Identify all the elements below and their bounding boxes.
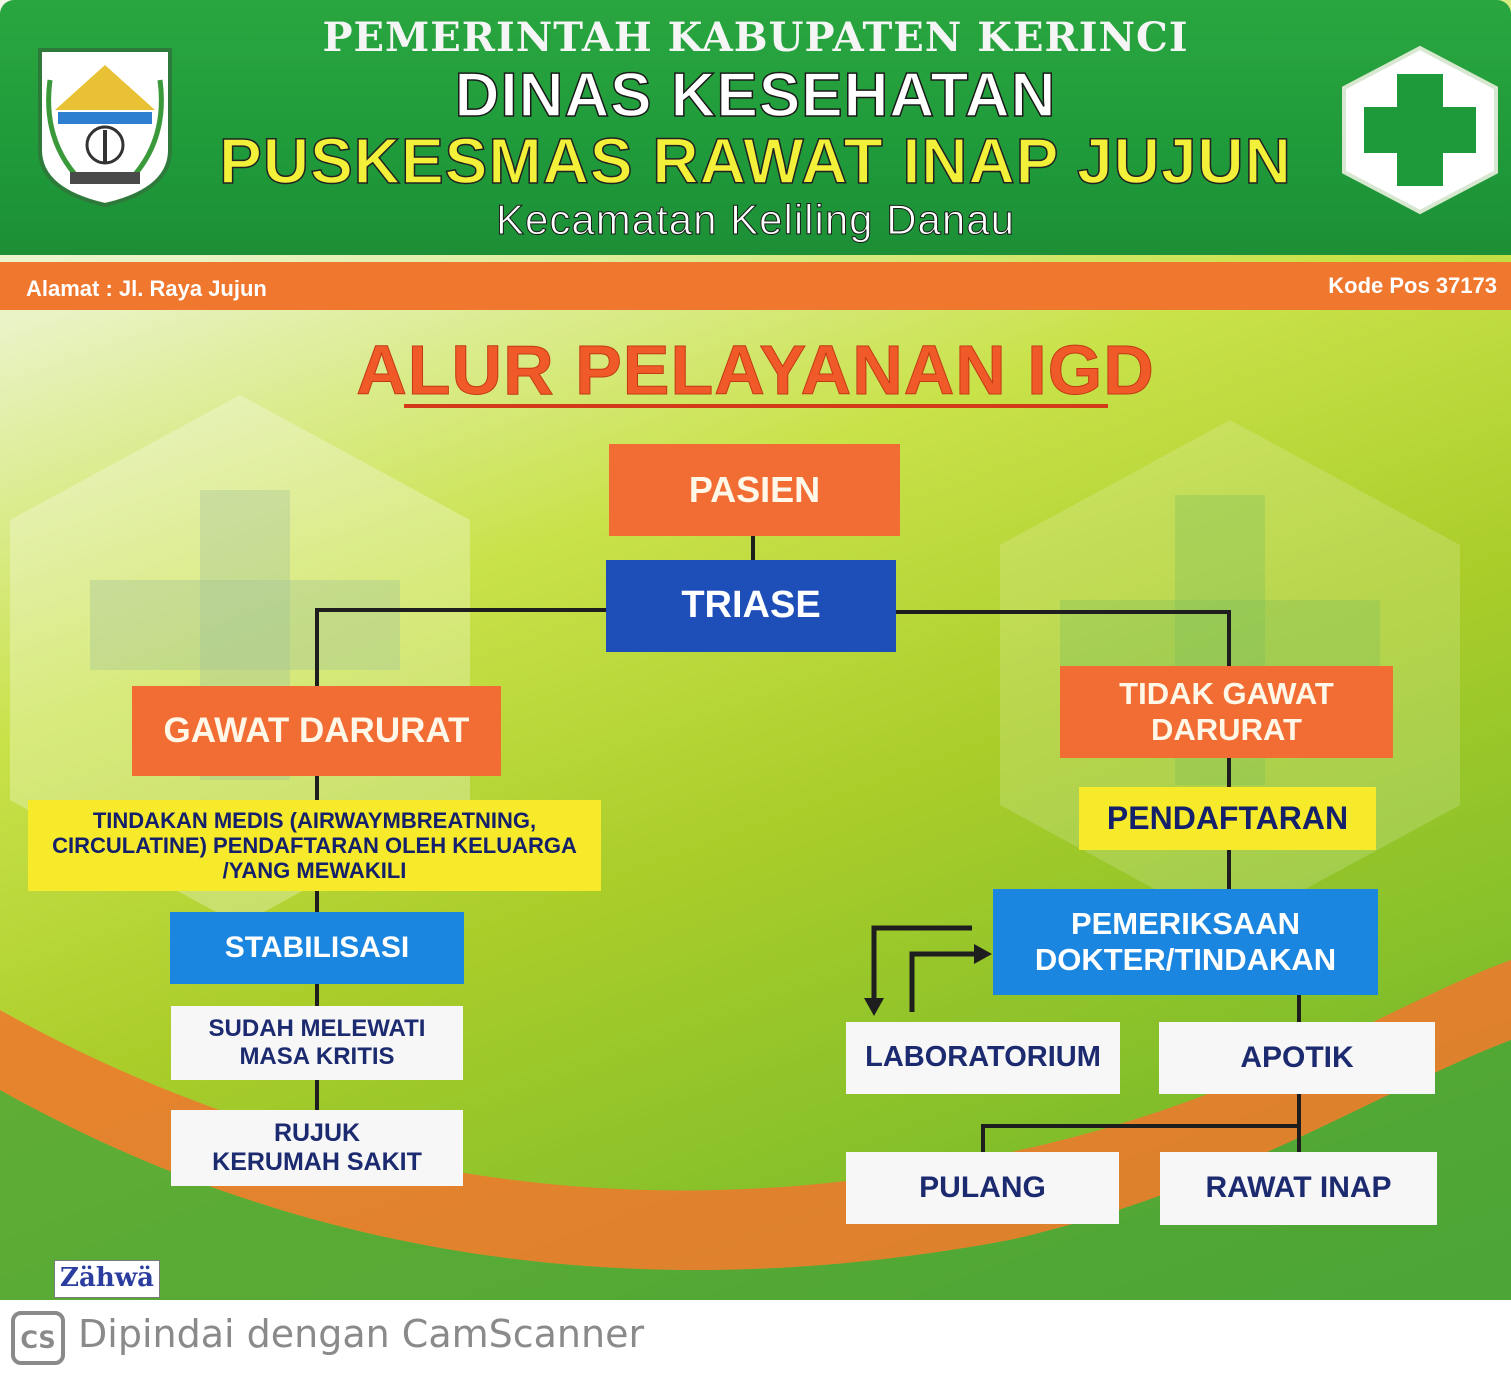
apotik-box: APOTIK [1159, 1022, 1435, 1094]
camscanner-cs-icon: CS [11, 1311, 65, 1365]
pasien-box: PASIEN [609, 444, 900, 536]
connector-triase-right [895, 610, 1231, 614]
laboratorium-box: LABORATORIUM [846, 1022, 1120, 1094]
connector-apotik-pulang-horizontal [981, 1124, 1301, 1128]
title-underline [404, 404, 1108, 408]
office-name: DINAS KESEHATAN [454, 60, 1057, 131]
triase-box: TRIASE [606, 560, 896, 652]
tindakan-medis-box: TINDAKAN MEDIS (AIRWAYMBREATNING, CIRCUL… [28, 800, 601, 891]
connector-pendaftaran-pemeriksaan [1227, 850, 1231, 890]
connector-down-tidak-gawat [1227, 610, 1231, 666]
left-hexagon-watermark-icon [10, 395, 470, 925]
left-cross-watermark-horizontal [90, 580, 400, 670]
pendaftaran-box: PENDAFTARAN [1079, 787, 1376, 850]
pemeriksaan-box: PEMERIKSAAN DOKTER/TINDAKAN [993, 889, 1378, 995]
rawat-inap-box: RAWAT INAP [1160, 1152, 1437, 1225]
government-name: PEMERINTAH KABUPATEN KERINCI [322, 14, 1189, 61]
connector-tindakan-stabilisasi [315, 890, 319, 912]
address-text: Alamat : Jl. Raya Jujun [26, 276, 267, 301]
svg-text:CS: CS [20, 1326, 55, 1354]
district-name: Kecamatan Keliling Danau [496, 196, 1015, 244]
lab-loop-arrows [864, 925, 992, 1016]
connector-pemeriksaan-apotik [1297, 994, 1301, 1022]
postal-code-text: Kode Pos 37173 [1328, 273, 1497, 298]
sudah-melewati-box: SUDAH MELEWATI MASA KRITIS [171, 1006, 463, 1080]
green-wave-decoration [0, 1040, 1511, 1300]
address-bar [0, 262, 1511, 310]
connector-pasien-triase [751, 535, 755, 561]
connector-gawat-tindakan [315, 775, 319, 801]
header-banner: PEMERINTAH KABUPATEN KERINCI DINAS KESEH… [0, 0, 1511, 255]
flow-title: ALUR PELAYANAN IGD [356, 331, 1155, 410]
connector-down-pulang [981, 1124, 985, 1154]
scanner-note: Dipindai dengan CamScanner [78, 1312, 645, 1356]
printer-logo: Zähwä [54, 1260, 160, 1298]
orange-wave-decoration [0, 960, 1511, 1271]
connector-down-gawat [315, 608, 319, 688]
green-cross-icon [1342, 45, 1498, 215]
stabilisasi-box: STABILISASI [170, 912, 464, 984]
connector-triase-left [315, 608, 607, 612]
facility-name: PUSKESMAS RAWAT INAP JUJUN [218, 124, 1292, 198]
regency-emblem-icon [38, 48, 172, 208]
connector-stabilisasi-sudah [315, 984, 319, 1006]
connector-tidak-pendaftaran [1227, 758, 1231, 788]
arrow-down-icon [864, 998, 884, 1016]
rujuk-box: RUJUK KERUMAH SAKIT [171, 1110, 463, 1186]
arrow-right-icon [974, 944, 992, 964]
pulang-box: PULANG [846, 1152, 1119, 1224]
poster: PEMERINTAH KABUPATEN KERINCI DINAS KESEH… [0, 0, 1511, 1300]
connector-sudah-rujuk [315, 1080, 319, 1112]
tidak-gawat-darurat-box: TIDAK GAWAT DARURAT [1060, 666, 1393, 758]
gawat-darurat-box: GAWAT DARURAT [132, 686, 501, 776]
